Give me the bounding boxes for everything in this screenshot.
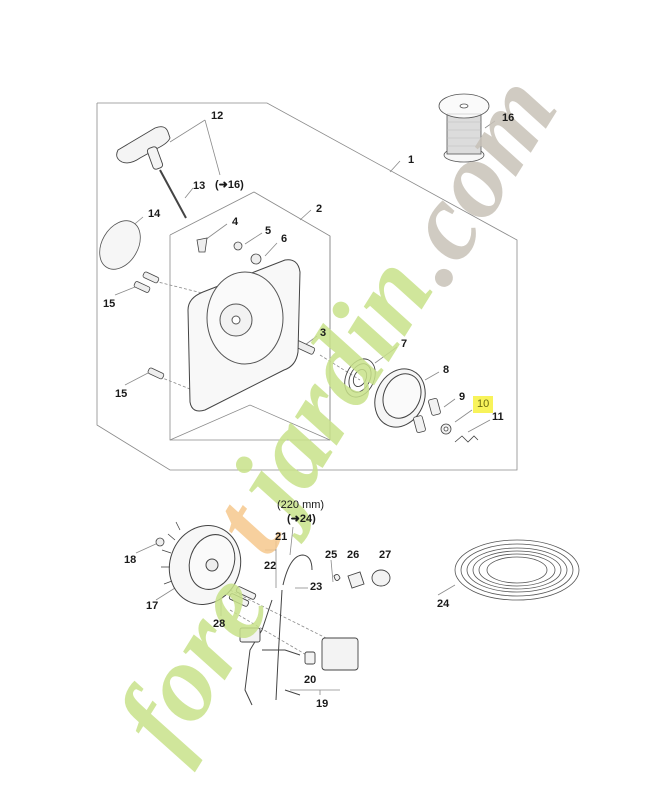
callout-18: 18 (124, 554, 137, 566)
cable-ref-note: (➜24) (287, 513, 316, 525)
callout-3: 3 (320, 327, 327, 339)
callout-14: 14 (148, 208, 161, 220)
callout-20: 20 (304, 674, 317, 686)
callout-28: 28 (213, 618, 226, 630)
callout-15b: 15 (115, 388, 128, 400)
callout-19: 19 (316, 698, 329, 710)
callout-11: 11 (492, 411, 504, 423)
callout-23: 23 (310, 581, 323, 593)
cable-length-note: (220 mm) (277, 499, 325, 511)
callout-16: 16 (502, 112, 515, 124)
callout-15a: 15 (103, 298, 116, 310)
callout-13-ref: (➜16) (215, 179, 244, 191)
callout-24: 24 (437, 598, 450, 610)
callout-17: 17 (146, 600, 159, 612)
callout-12: 12 (211, 110, 224, 122)
callout-27: 27 (379, 549, 392, 561)
callout-1: 1 (408, 154, 415, 166)
svg-text:jardin: jardin (199, 235, 456, 546)
callout-22: 22 (264, 560, 277, 572)
callout-13: 13 (193, 180, 206, 192)
callout-26: 26 (347, 549, 360, 561)
callout-4: 4 (232, 216, 239, 228)
callout-10-highlighted: 10 (473, 396, 494, 413)
svg-text:fore: fore (92, 553, 293, 773)
callout-9: 9 (459, 391, 466, 403)
callout-7: 7 (401, 338, 408, 350)
callout-25: 25 (325, 549, 338, 561)
callout-21: 21 (275, 531, 288, 543)
callout-5: 5 (265, 225, 272, 237)
callout-8: 8 (443, 364, 450, 376)
callout-2: 2 (316, 203, 323, 215)
callout-6: 6 (281, 233, 288, 245)
